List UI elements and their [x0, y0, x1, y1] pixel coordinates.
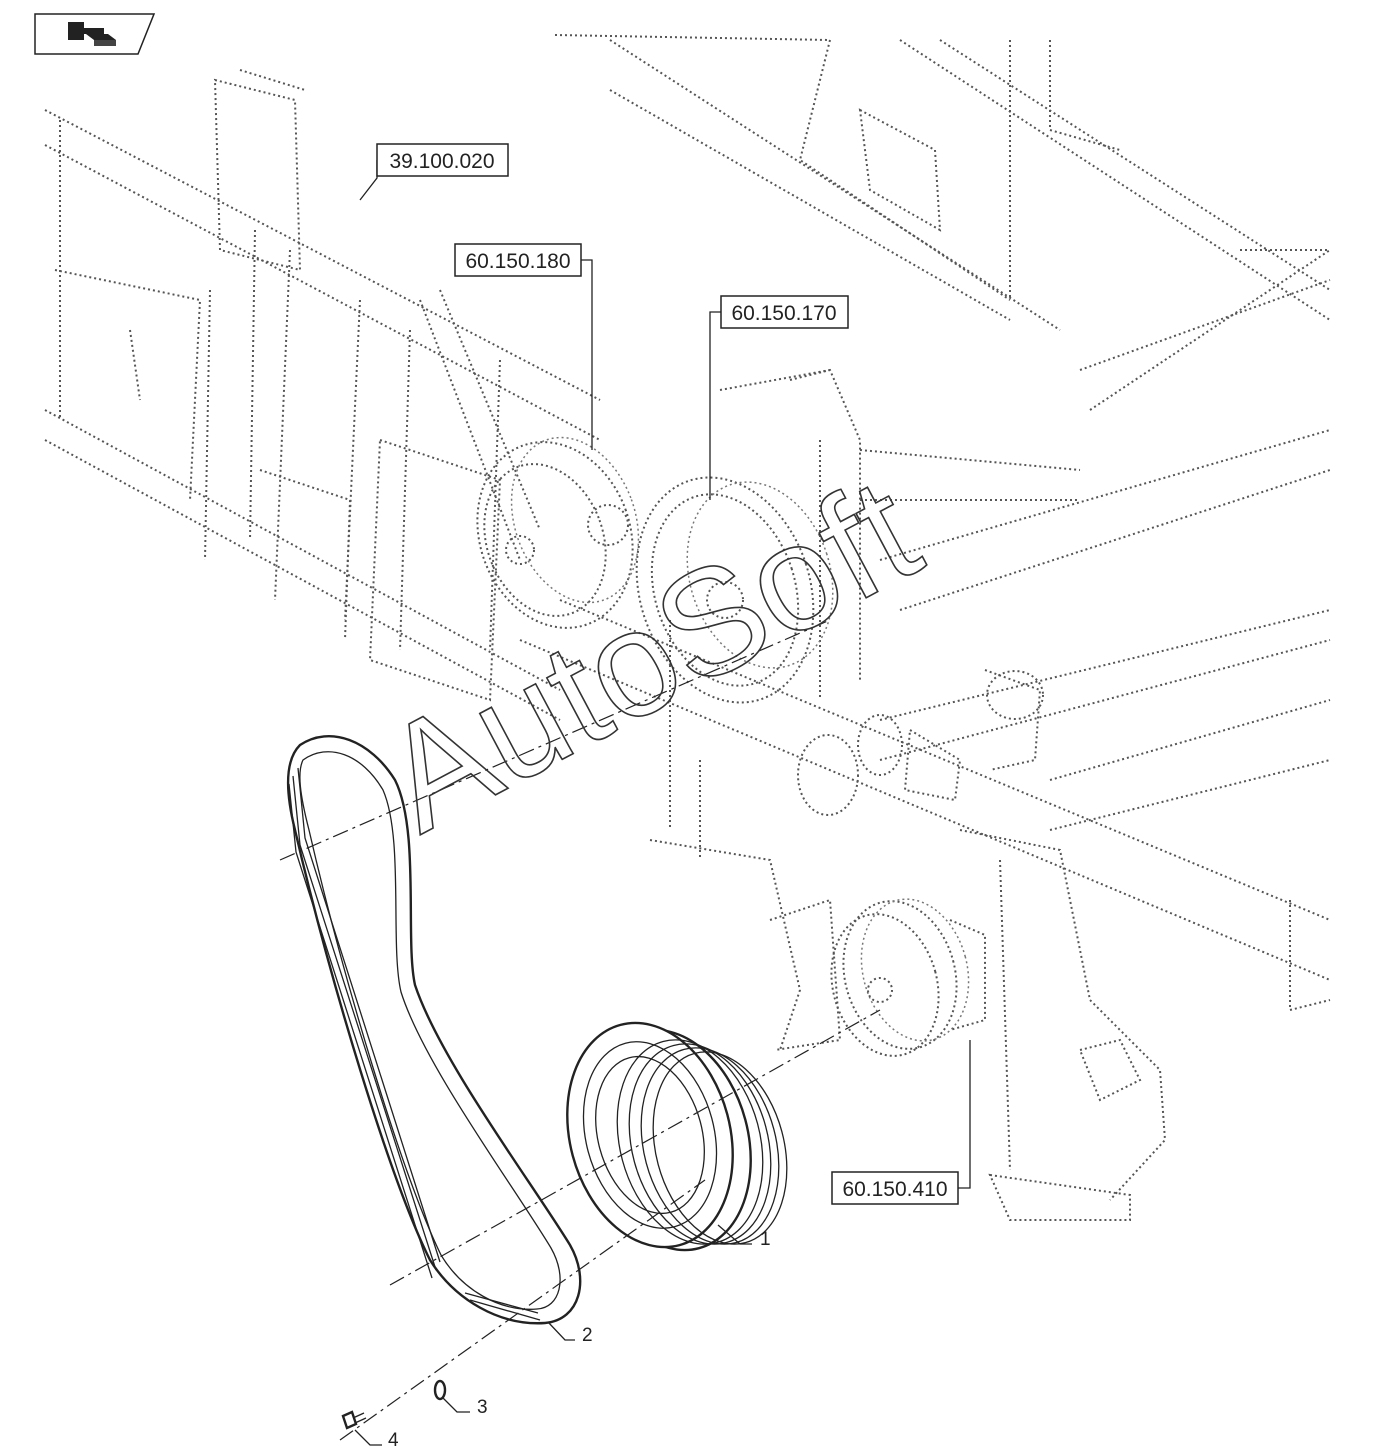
return-arrow-icon: [68, 22, 116, 46]
svg-text:39.100.020: 39.100.020: [389, 150, 494, 173]
reference-label-39-100-020[interactable]: 39.100.020: [359, 143, 509, 201]
part-4-bolt[interactable]: [341, 1410, 367, 1430]
reference-label-60-150-170[interactable]: 60.150.170: [709, 295, 849, 500]
part-2-belt[interactable]: [286, 735, 582, 1325]
svg-text:2: 2: [582, 1325, 593, 1346]
svg-text:4: 4: [388, 1430, 399, 1451]
machine-frame: [44, 34, 1331, 1221]
center-axes: [279, 619, 881, 1441]
reference-label-60-150-410[interactable]: 60.150.410: [831, 1040, 971, 1205]
watermark: AutoSoft: [355, 444, 944, 864]
svg-text:1: 1: [760, 1229, 771, 1250]
svg-text:60.150.410: 60.150.410: [842, 1178, 947, 1201]
svg-text:60.150.180: 60.150.180: [465, 250, 570, 273]
callout-4: 4: [354, 1429, 399, 1451]
svg-text:60.150.170: 60.150.170: [731, 302, 836, 325]
svg-text:AutoSoft: AutoSoft: [356, 445, 943, 863]
svg-text:3: 3: [477, 1397, 488, 1418]
part-1-pulley[interactable]: [543, 1004, 807, 1268]
installed-pulleys: [419, 289, 1044, 1057]
callout-2: 2: [547, 1321, 593, 1346]
return-button[interactable]: [34, 13, 156, 55]
callout-3: 3: [442, 1397, 488, 1418]
reference-label-60-150-180[interactable]: 60.150.180: [454, 243, 593, 450]
callout-1: 1: [717, 1224, 771, 1250]
part-3-washer[interactable]: [433, 1379, 447, 1401]
